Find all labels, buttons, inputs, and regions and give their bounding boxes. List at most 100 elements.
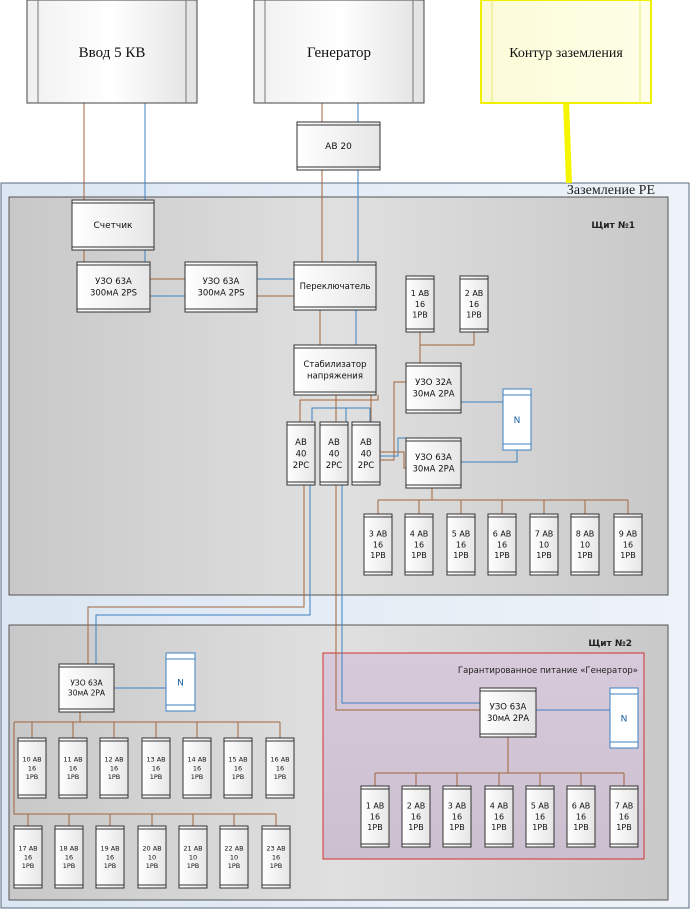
source-ground-loop[interactable]: Контур заземления xyxy=(480,0,652,104)
wire-ab40-rcd63-phase xyxy=(380,451,406,469)
breaker-p2-15-label-0: 15 АВ xyxy=(228,756,247,764)
breaker-p2-16-label-0: 16 АВ xyxy=(270,756,289,764)
guaranteed-power-title: Гарантированное питание «Генератор» xyxy=(458,666,638,676)
breaker-p1-4-label-0: 4 АВ xyxy=(410,530,429,539)
neutral-bar-panel2[interactable]: N xyxy=(165,652,196,712)
meter[interactable]: Счетчик xyxy=(71,199,155,251)
breaker-p1-6-label-0: 6 АВ xyxy=(493,530,512,539)
breaker-p1-1-label-0: 1 АВ xyxy=(411,289,430,298)
breaker-p2-22-label-1: 10 xyxy=(230,853,238,861)
breaker-p2-14-label-0: 14 АВ xyxy=(187,756,206,764)
breaker-p2-14-label-2: 1РВ xyxy=(191,773,204,781)
breaker-p1-9-label-2: 1РВ xyxy=(620,551,635,560)
source-input-label: Ввод 5 КВ xyxy=(79,45,146,61)
panel-1-title: Щит №1 xyxy=(591,221,635,231)
breaker-p1-6-label-2: 1РВ xyxy=(494,551,509,560)
rcd-32a-30ma-label-0: УЗО 32А xyxy=(415,378,452,388)
gen-breaker-ab20-label-0: АВ 20 xyxy=(325,142,352,152)
breaker-p2-10-label-1: 16 xyxy=(28,764,36,772)
breaker-g-1-label-1: 16 xyxy=(370,812,380,821)
main-breaker-ab40-1-label-1: 40 xyxy=(296,449,307,459)
breaker-g-5-label-2: 1РВ xyxy=(532,823,547,832)
breaker-p2-17-label-0: 17 АВ xyxy=(18,845,37,853)
breaker-p1-2-label-2: 1РВ xyxy=(466,311,481,320)
breaker-g-3-label-0: 3 АВ xyxy=(448,802,467,811)
neutral-bar-guaranteed[interactable]: N xyxy=(609,687,639,749)
breaker-p1-3-label-2: 1РВ xyxy=(370,551,385,560)
breaker-p2-17-label-1: 16 xyxy=(24,853,32,861)
breaker-g-2-label-0: 2 АВ xyxy=(407,802,426,811)
breaker-p2-13-label-1: 16 xyxy=(152,764,160,772)
neutral-bar-panel1[interactable]: N xyxy=(502,388,532,451)
breaker-p1-8-label-2: 1РВ xyxy=(577,551,592,560)
neutral-bar-panel2-label: N xyxy=(177,679,184,689)
rcd-63a-300ma-2-label-1: 300мА 2PS xyxy=(197,289,244,299)
wire-panel2-feed-phase xyxy=(87,485,305,664)
breaker-p2-12-label-1: 16 xyxy=(110,764,118,772)
breaker-p1-5-label-1: 16 xyxy=(456,540,466,549)
panel-2-title: Щит №2 xyxy=(588,639,632,649)
breaker-p2-16-label-2: 1РВ xyxy=(274,773,287,781)
breaker-p2-23-label-0: 23 АВ xyxy=(266,845,285,853)
breaker-g-1-label-0: 1 АВ xyxy=(366,802,385,811)
breaker-p1-2-label-0: 2 АВ xyxy=(465,289,484,298)
breaker-p1-6-label-1: 16 xyxy=(497,540,507,549)
breaker-g-4-label-1: 16 xyxy=(494,812,504,821)
breaker-g-4-label-0: 4 АВ xyxy=(490,802,509,811)
source-generator[interactable]: Генератор xyxy=(253,0,425,104)
wire-top-breakers-bus xyxy=(419,332,475,346)
main-breaker-ab40-3-label-1: 40 xyxy=(361,449,372,459)
transfer-switch[interactable]: Переключатель xyxy=(293,261,377,311)
breaker-p2-20-label-0: 20 АВ xyxy=(142,845,161,853)
source-input-5kv[interactable]: Ввод 5 КВ xyxy=(26,0,198,104)
gen-breaker-ab20[interactable]: АВ 20 xyxy=(296,121,381,171)
breaker-p1-3-label-0: 3 АВ xyxy=(369,530,388,539)
breaker-p1-9-label-1: 16 xyxy=(623,540,633,549)
transfer-switch-label-0: Переключатель xyxy=(300,282,371,292)
rcd-32a-30ma-label-1: 30мА 2РА xyxy=(412,390,454,400)
main-breaker-ab40-3-label-2: 2PC xyxy=(358,461,375,471)
rcd-32a-30ma[interactable]: УЗО 32А 30мА 2РА xyxy=(405,362,462,414)
breaker-p2-11-label-1: 16 xyxy=(69,764,77,772)
